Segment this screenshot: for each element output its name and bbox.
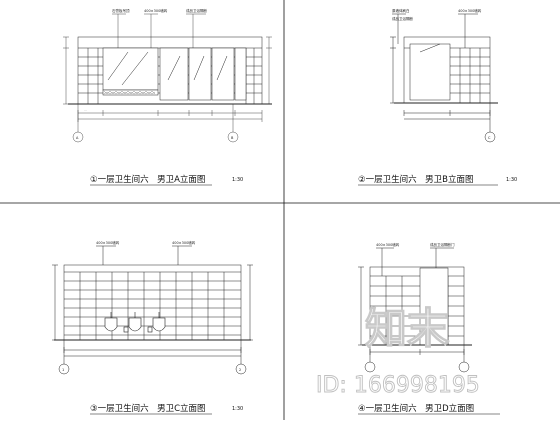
panel-1-elevation-a: 石膏板吊顶 400×300墙砖 成品卫浴隔断 ··· A B ①一层卫生间六 男… [63,8,272,186]
panel-1-caption: ①一层卫生间六 男卫A立面图 [90,174,205,185]
counter-stone-pattern [103,90,156,95]
watermark: 知末 ID: 166998195 [316,303,481,398]
panel-3-elevation-c: 400×300墙砖 400×300墙砖 1 2 ③一层卫生间六 男卫C立面图 1… [52,240,253,415]
panel-3-note-1: 400×300墙砖 [172,240,196,245]
panel-3-axis-right: 2 [239,368,241,372]
panel-1-scale: 1:30 [232,177,243,183]
panel-2-note-1: 成品卫浴隔断 [392,16,413,21]
panel-4-note-0: 400×300墙砖 [376,242,400,247]
panel-1-note-0: 石膏板吊顶 [112,8,130,13]
panel-3-axis-left: 1 [62,368,64,372]
panel-1-axis-right: B [231,136,234,140]
watermark-id: ID: 166998195 [316,373,480,398]
panel-2-note-2: 400×300墙砖 [458,8,482,13]
panel-3-scale: 1:30 [232,406,243,412]
panel-1-axis-left: A [76,136,79,140]
panel-2-axis-right: C [488,136,491,140]
panel-2-note-0: 原墙体刷白 [392,8,410,13]
urinals [104,312,166,333]
panel-4-note-1: 成品卫浴隔断门 [430,242,455,247]
panel-1-note-2: 成品卫浴隔断 [186,8,207,13]
panel-2-scale: 1:30 [506,177,517,183]
panel-2-caption: ②一层卫生间六 男卫B立面图 [358,174,473,185]
panel-2-elevation-b: 原墙体刷白 成品卫浴隔断 400×300墙砖 C ②一层卫生间六 男卫B立面图 … [358,8,517,186]
panel-4-caption: ④一层卫生间六 男卫D立面图 [358,403,474,414]
panel-4-elevation-d: 400×300墙砖 成品卫浴隔断门 ④一层卫生间六 男卫D立面图 [358,242,500,415]
panel-1-dim: ··· [84,108,87,112]
panel-3-note-0: 400×300墙砖 [96,240,120,245]
panel-3-caption: ③一层卫生间六 男卫C立面图 [90,403,206,414]
watermark-logo: 知末 [365,304,449,353]
panel-1-note-1: 400×300墙砖 [144,8,168,13]
